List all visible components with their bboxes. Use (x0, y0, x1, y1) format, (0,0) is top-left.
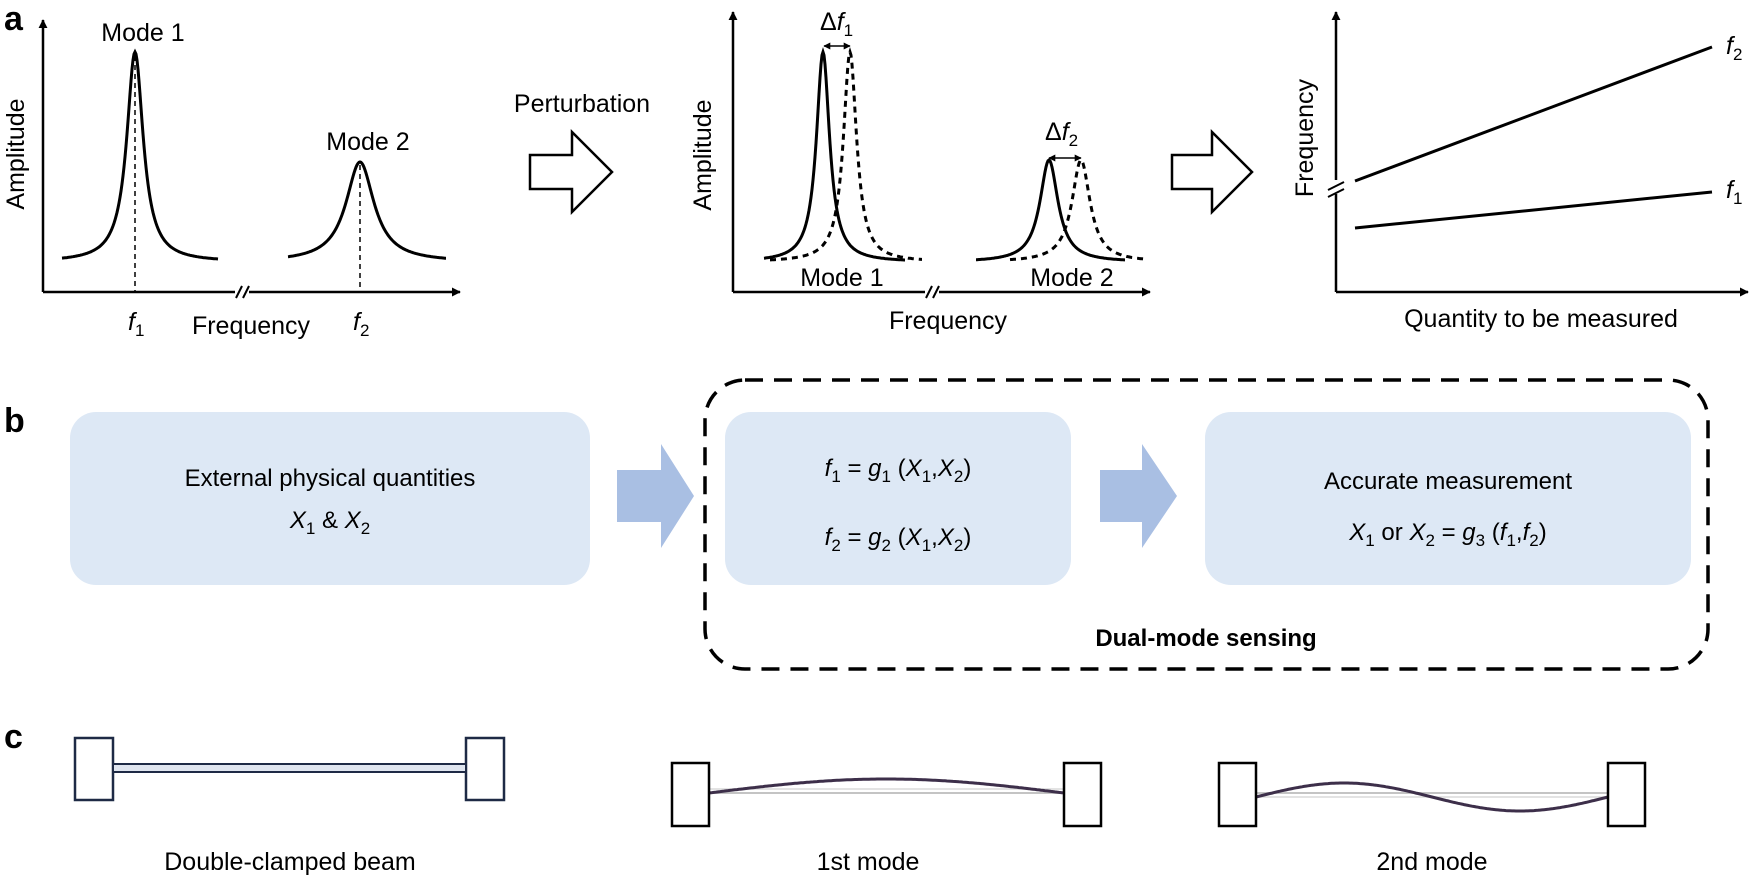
box3-line1: Accurate measurement (1324, 468, 1572, 495)
graph1-mode1-label: Mode 1 (101, 19, 184, 47)
graph3-f2-label: f2 (1726, 32, 1742, 64)
mode1-left-clamp (670, 761, 711, 828)
left-clamp (73, 736, 115, 802)
box2-line2: f2 = g2 (X1,X2) (825, 524, 972, 555)
graph3-x-label: Quantity to be measured (1404, 305, 1678, 333)
panel-b-letter: b (4, 402, 25, 440)
graph3-f2-line (1354, 45, 1713, 183)
graph2-x-label: Frequency (889, 307, 1008, 335)
graph2-mode1-label: Mode 1 (800, 264, 883, 292)
axis-break-mark (235, 282, 250, 302)
graph3-f1-label: f1 (1726, 176, 1742, 208)
box-mode-equations (725, 412, 1071, 585)
blue-arrow-1 (617, 444, 694, 548)
axis-break-mark (1326, 180, 1346, 198)
mode2-deflected-beam (1255, 781, 1609, 813)
first-mode-beam (670, 761, 1103, 828)
box2-line1: f1 = g1 (X1,X2) (825, 455, 972, 486)
graph-3: f2 f1 Frequency Quantity to be measured (1291, 11, 1749, 333)
graph1-peak-mode2 (287, 160, 446, 260)
double-clamped-beam (73, 736, 506, 802)
box1-line1: External physical quantities (185, 465, 476, 492)
hollow-arrow-2 (1170, 128, 1254, 216)
mode1-right-clamp (1062, 761, 1103, 828)
graph2-mode2-label: Mode 2 (1030, 264, 1113, 292)
box3-line2: X1 or X2 = g3 (f1,f2) (1348, 519, 1546, 550)
delta-f1-label: Δf1 (820, 8, 853, 40)
right-clamp (464, 736, 506, 802)
delta-f2-label: Δf2 (1045, 118, 1078, 150)
blue-arrow-2 (1100, 444, 1177, 548)
dual-mode-group-border (703, 378, 1710, 671)
graph1-f1-tick: f1 (128, 308, 144, 340)
graph2-mode1-original (763, 46, 905, 262)
mode2-right-clamp (1606, 761, 1647, 828)
caption-1st-mode: 1st mode (817, 848, 920, 875)
axis-break-mark (925, 282, 940, 302)
graph2-mode2-original (976, 158, 1125, 262)
graph1-x-label: Frequency (192, 312, 311, 340)
mode2-left-clamp (1217, 761, 1258, 828)
graph2-mode1-shifted (770, 46, 922, 262)
graph2-y-label: Amplitude (689, 99, 717, 210)
beam (112, 763, 467, 773)
panel-c-letter: c (4, 718, 23, 756)
panel-a-letter: a (4, 0, 24, 38)
box1-line2: X1 & X2 (289, 507, 370, 538)
graph1-mode2-label: Mode 2 (326, 128, 409, 156)
hollow-arrow-1 (528, 128, 614, 216)
mode1-deflected-beam (708, 777, 1064, 795)
graph1-peak-mode1 (61, 48, 219, 261)
graph2-mode2-shifted (1009, 158, 1149, 262)
dual-mode-sensing-label: Dual-mode sensing (1095, 625, 1316, 652)
perturbation-label: Perturbation (514, 90, 650, 118)
graph-2: Δf1 Δf2 Mode 1 Mode 2 Amplitude Frequenc… (689, 8, 1151, 335)
caption-2nd-mode: 2nd mode (1376, 848, 1487, 875)
box-external-quantities (70, 412, 590, 585)
graph3-y-label: Frequency (1291, 78, 1319, 197)
caption-beam: Double-clamped beam (164, 848, 416, 875)
graph-1: Mode 1 Mode 2 Amplitude Frequency f1 f2 (2, 19, 461, 340)
second-mode-beam (1217, 761, 1647, 828)
graph1-f2-tick: f2 (353, 308, 369, 340)
box-accurate-measurement (1205, 412, 1691, 585)
graph1-y-label: Amplitude (2, 98, 30, 209)
graph3-f1-line (1354, 190, 1713, 230)
